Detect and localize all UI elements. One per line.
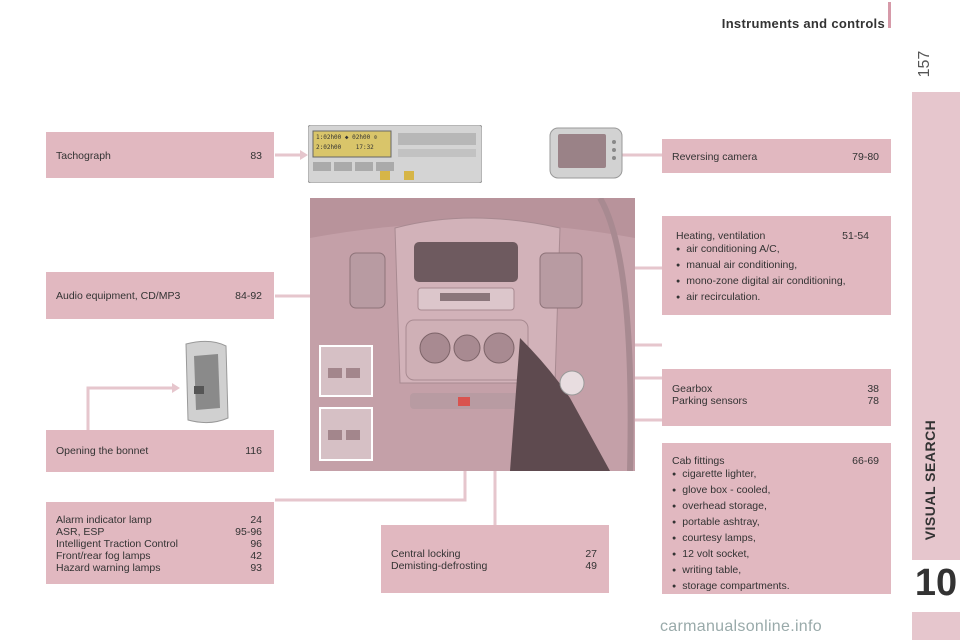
item-page: 93 <box>250 562 262 574</box>
alarm-box: Alarm indicator lamp 24 ASR, ESP 95-96 Int… <box>46 502 274 584</box>
item-page: 27 <box>585 548 597 560</box>
reversing-label: Reversing camera <box>672 151 758 163</box>
item-page: 96 <box>250 538 262 550</box>
reversing-page: 79-80 <box>852 151 879 163</box>
tachograph-page: 83 <box>250 150 262 162</box>
item-label: Front/rear fog lamps <box>56 550 151 562</box>
list-item: ASR, ESP 95-96 <box>56 526 262 538</box>
item-page: 49 <box>585 560 597 572</box>
heating-label: Heating, ventilation <box>676 230 766 242</box>
central-box: Central locking 27 Demisting-defrosting 49 <box>381 525 609 593</box>
bullet-text: courtesy lamps, <box>682 532 756 544</box>
dashboard-image <box>310 198 635 471</box>
chapter-number: 10 <box>914 562 958 604</box>
item-label: Demisting-defrosting <box>391 560 488 572</box>
item-label: Gearbox <box>672 383 713 395</box>
list-item: Hazard warning lamps 93 <box>56 562 262 574</box>
section-label: VISUAL SEARCH <box>922 419 938 541</box>
bullet-text: manual air conditioning, <box>686 259 798 271</box>
section-tab <box>912 92 960 640</box>
bullet-text: portable ashtray, <box>682 516 760 528</box>
bullet-text: cigarette lighter, <box>682 468 757 480</box>
bonnet-page: 116 <box>245 445 262 457</box>
list-item: air conditioning A/C, <box>676 242 869 258</box>
bullet-text: 12 volt socket, <box>682 548 750 560</box>
bullet-text: mono-zone digital air conditioning, <box>686 275 846 287</box>
cab-page: 66-69 <box>852 455 879 467</box>
list-item: overhead storage, <box>672 499 879 515</box>
page-title: Instruments and controls <box>721 16 885 31</box>
item-label: ASR, ESP <box>56 526 105 538</box>
list-item: Front/rear fog lamps 42 <box>56 550 262 562</box>
item-label: Alarm indicator lamp <box>56 514 152 526</box>
watermark: carmanualsonline.info <box>660 618 822 635</box>
item-page: 78 <box>867 395 879 407</box>
list-item: Intelligent Traction Control 96 <box>56 538 262 550</box>
item-label: Intelligent Traction Control <box>56 538 178 550</box>
item-label: Hazard warning lamps <box>56 562 161 574</box>
list-item: Parking sensors 78 <box>672 395 879 407</box>
bullet-text: storage compartments. <box>682 580 790 592</box>
chapter-background <box>912 560 960 612</box>
list-item: air recirculation. <box>676 290 869 306</box>
item-label: Central locking <box>391 548 461 560</box>
tachograph-display-line2: 2:02h00 17:32 <box>316 144 374 151</box>
gearbox-box: Gearbox 38 Parking sensors 78 <box>662 369 891 426</box>
bonnet-handle-image <box>180 338 235 428</box>
list-item: cigarette lighter, <box>672 467 879 483</box>
list-item: 12 volt socket, <box>672 547 879 563</box>
list-item: writing table, <box>672 563 879 579</box>
bullet-text: overhead storage, <box>682 500 767 512</box>
bullet-text: writing table, <box>682 564 742 576</box>
list-item: Central locking 27 <box>391 548 597 560</box>
bonnet-label: Opening the bonnet <box>56 445 149 457</box>
list-item: mono-zone digital air conditioning, <box>676 274 869 290</box>
tachograph-box: Tachograph 83 <box>46 132 274 178</box>
audio-page: 84-92 <box>235 290 262 302</box>
reversing-camera-image <box>548 126 626 182</box>
list-item: manual air conditioning, <box>676 258 869 274</box>
item-page: 38 <box>867 383 879 395</box>
audio-label: Audio equipment, CD/MP3 <box>56 290 181 302</box>
tachograph-label: Tachograph <box>56 150 111 162</box>
heating-page: 51-54 <box>842 230 869 242</box>
item-label: Parking sensors <box>672 395 748 407</box>
item-page: 24 <box>250 514 262 526</box>
list-item: glove box - cooled, <box>672 483 879 499</box>
list-item: Alarm indicator lamp 24 <box>56 514 262 526</box>
reversing-box: Reversing camera 79-80 <box>662 139 891 173</box>
cab-box: Cab fittings 66-69 cigarette lighter, gl… <box>662 443 891 594</box>
cab-label: Cab fittings <box>672 455 725 467</box>
tachograph-display-line1: 1:02h00 ◆ 02h00 ⊙ <box>316 134 378 141</box>
list-item: portable ashtray, <box>672 515 879 531</box>
bullet-text: air conditioning A/C, <box>686 243 780 255</box>
list-item: courtesy lamps, <box>672 531 879 547</box>
item-page: 95-96 <box>235 526 262 538</box>
list-item: storage compartments. <box>672 579 879 595</box>
bonnet-box: Opening the bonnet 116 <box>46 430 274 472</box>
header-divider <box>888 2 891 28</box>
bullet-text: air recirculation. <box>686 291 761 303</box>
heating-box: Heating, ventilation 51-54 air condition… <box>662 216 891 315</box>
audio-box: Audio equipment, CD/MP3 84-92 <box>46 272 274 319</box>
item-page: 42 <box>250 550 262 562</box>
tachograph-image: 1:02h00 ◆ 02h00 ⊙ 2:02h00 17:32 <box>307 124 483 184</box>
bullet-text: glove box - cooled, <box>682 484 771 496</box>
list-item: Gearbox 38 <box>672 383 879 395</box>
list-item: Demisting-defrosting 49 <box>391 560 597 572</box>
